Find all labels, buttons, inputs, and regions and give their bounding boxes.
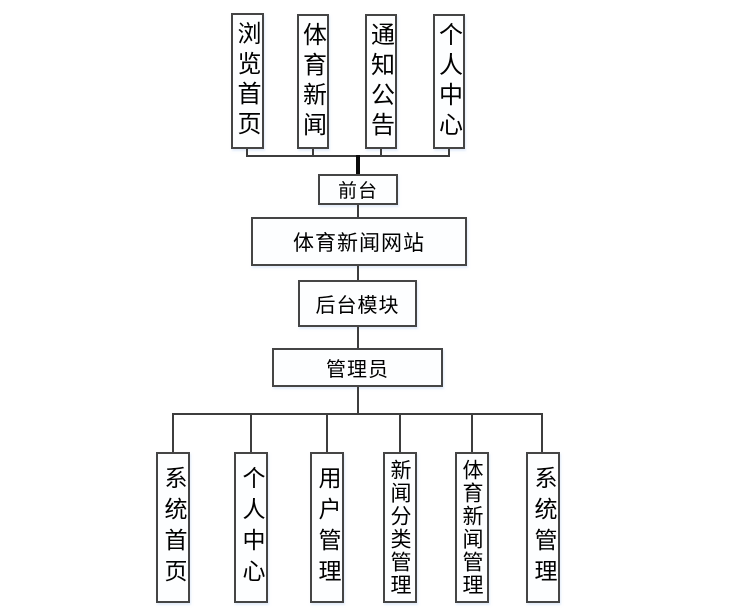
connector-root-to-backend: [357, 266, 359, 280]
node-personal-center-admin: 个人中心: [234, 452, 268, 603]
node-sports-news-management: 体育新闻管理: [455, 452, 489, 603]
connector-front-to-root: [357, 205, 359, 217]
node-root-site: 体育新闻网站: [251, 217, 467, 266]
node-frontend: 前台: [318, 174, 398, 205]
node-notice-announcement: 通知公告: [365, 14, 397, 149]
node-user-management: 用户管理: [310, 452, 344, 603]
connector-stub-bottom-3: [326, 413, 328, 452]
connector-stub-bottom-2: [250, 413, 252, 452]
node-personal-center-front: 个人中心: [433, 14, 465, 149]
connector-backend-to-admin: [357, 327, 359, 348]
connector-stub-bottom-5: [471, 413, 473, 452]
connector-collector-to-front: [356, 155, 360, 175]
node-system-management: 系统管理: [526, 452, 560, 603]
connector-stub-top-1: [246, 149, 248, 157]
connector-admin-to-branch: [357, 387, 359, 415]
connector-stub-top-2: [312, 149, 314, 157]
connector-top-collector: [246, 155, 450, 157]
connector-stub-bottom-1: [172, 413, 174, 452]
node-backend-module: 后台模块: [298, 280, 417, 327]
node-sports-news: 体育新闻: [297, 14, 329, 149]
connector-stub-top-3: [380, 149, 382, 157]
node-browse-homepage: 浏览首页: [231, 13, 264, 149]
node-administrator: 管理员: [272, 348, 443, 387]
connector-bottom-collector: [172, 413, 543, 415]
connector-stub-bottom-6: [541, 413, 543, 452]
connector-stub-bottom-4: [399, 413, 401, 452]
node-system-homepage: 系统首页: [156, 452, 190, 603]
node-news-category-management: 新闻分类管理: [383, 452, 417, 603]
connector-stub-top-4: [448, 149, 450, 157]
